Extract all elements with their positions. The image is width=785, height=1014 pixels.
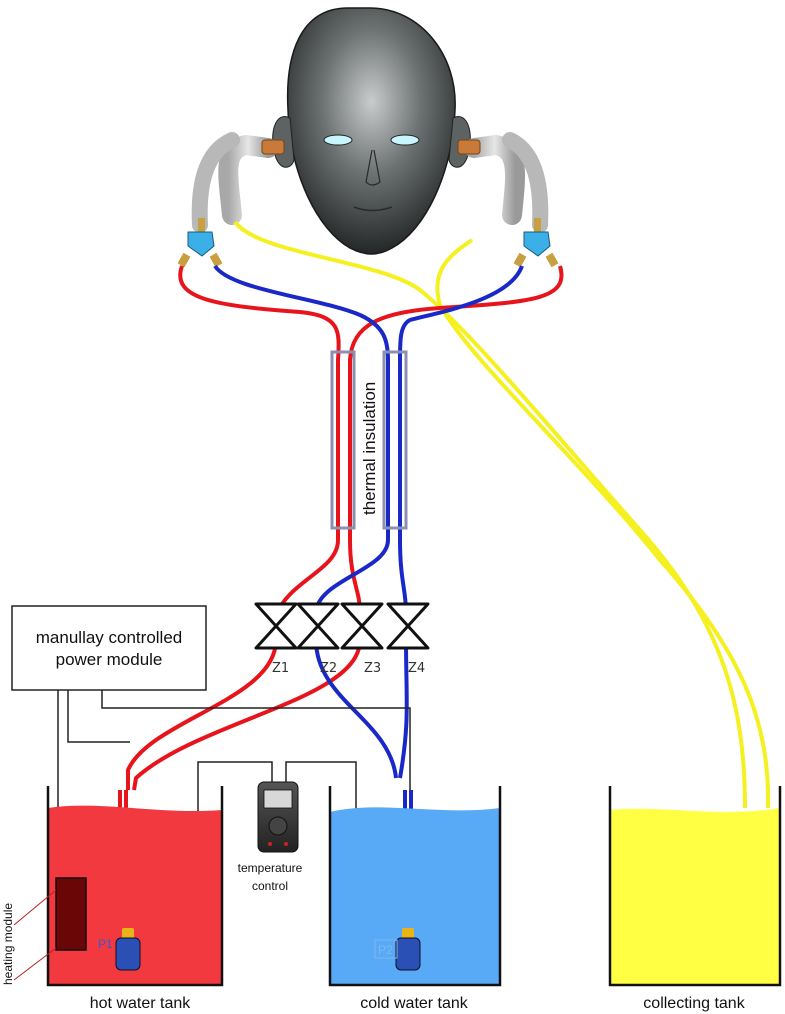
- manikin-head: [272, 7, 471, 255]
- pump-p2: [395, 928, 421, 971]
- valve-label-z2: Z2: [320, 661, 337, 676]
- pump-p1-label: P1: [98, 937, 113, 951]
- hot-water-tank-label: hot water tank: [90, 995, 192, 1012]
- hot-water-tank: P1: [46, 786, 224, 987]
- thermal-insulation-sleeves: [330, 350, 408, 530]
- cold-water-tank: P2: [328, 786, 502, 987]
- right-ear-hose: [457, 132, 549, 233]
- temperature-control-label-line2: control: [252, 879, 288, 893]
- collecting-tank-label: collecting tank: [643, 995, 745, 1012]
- power-module-box: [11, 605, 207, 691]
- valve-z2: [296, 602, 340, 650]
- valve-z3: [340, 602, 384, 650]
- power-module-label-line1: manullay controlled: [36, 628, 182, 647]
- valve-label-z4: Z4: [408, 661, 425, 676]
- heating-module-label: heating module: [1, 903, 15, 985]
- drain-pipes: [233, 220, 771, 809]
- power-module-label-line2: power module: [56, 650, 163, 669]
- cold-water-tank-label: cold water tank: [360, 995, 469, 1012]
- left-y-connector: [177, 218, 223, 268]
- left-ear-hose: [191, 132, 285, 233]
- right-y-connector: [513, 218, 559, 268]
- collecting-tank: [608, 786, 782, 987]
- temperature-meter: [257, 781, 299, 853]
- pump-p2-label: P2: [378, 943, 393, 957]
- valve-z4: [386, 602, 430, 650]
- valve-label-z1: Z1: [272, 661, 289, 676]
- pump-p1: [115, 928, 141, 971]
- heating-element: [55, 877, 87, 951]
- temperature-control-label-line1: temperature: [238, 861, 303, 875]
- valve-label-z3: Z3: [364, 661, 381, 676]
- thermal-insulation-label: thermal insulation: [360, 382, 379, 515]
- heating-module-leaders: [13, 889, 57, 981]
- valve-z1: [254, 602, 298, 650]
